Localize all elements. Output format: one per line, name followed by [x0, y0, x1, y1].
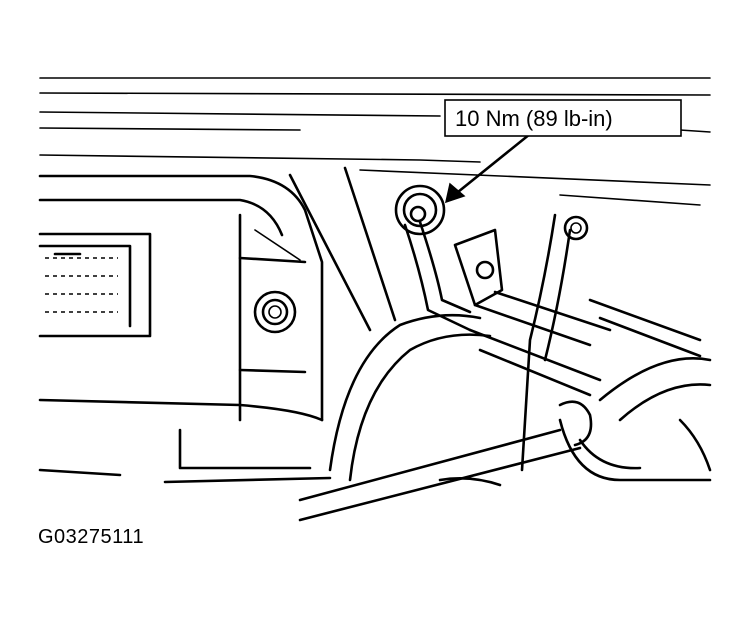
control-module-housing	[38, 174, 324, 477]
background-panel-lines	[39, 77, 711, 206]
pipe-assembly	[288, 166, 582, 522]
nut-icon	[253, 290, 297, 334]
nut-icon	[563, 215, 589, 241]
bracket	[453, 228, 702, 397]
ground-strap	[403, 220, 472, 332]
arrow-icon	[444, 128, 537, 204]
torque-callout: 10 Nm (89 lb-in)	[444, 99, 682, 137]
torque-label: 10 Nm (89 lb-in)	[455, 106, 613, 131]
right-structure	[163, 213, 712, 487]
connector-pins	[45, 252, 118, 313]
bolt-icon	[394, 184, 446, 236]
figure-id: G03275111	[38, 526, 145, 548]
